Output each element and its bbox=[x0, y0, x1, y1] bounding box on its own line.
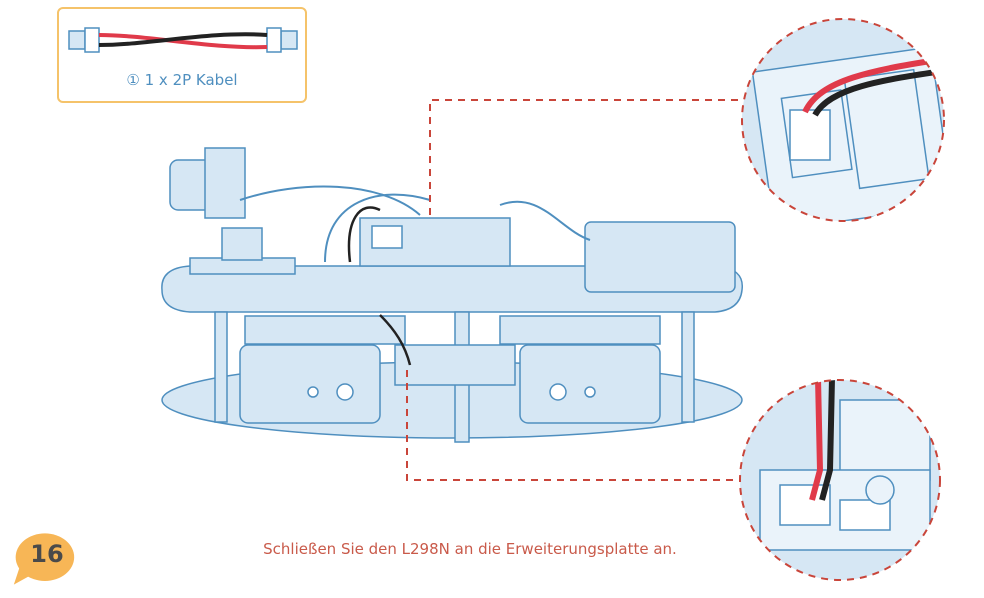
servo bbox=[221, 227, 263, 261]
cable-label: ① 1 x 2P Kabel bbox=[126, 71, 238, 89]
step-number: 16 bbox=[30, 540, 64, 568]
standoff-left bbox=[214, 311, 228, 423]
motor-left bbox=[239, 344, 381, 424]
parts-box: ① 1 x 2P Kabel bbox=[57, 7, 307, 103]
camera-bracket bbox=[204, 147, 246, 219]
gear-block-left bbox=[244, 315, 406, 345]
connection-cable bbox=[379, 314, 412, 366]
instruction-caption: Schließen Sie den L298N an die Erweiteru… bbox=[263, 540, 677, 558]
gear-block-right bbox=[499, 315, 661, 345]
battery-box bbox=[584, 221, 736, 293]
black-wire bbox=[98, 32, 268, 47]
l298n-board bbox=[394, 344, 516, 386]
standoff-right bbox=[681, 311, 695, 423]
callout-line-bottom bbox=[406, 370, 735, 481]
callout-line-top bbox=[429, 99, 740, 215]
2p-cable-illustration bbox=[68, 27, 298, 53]
zoom-expansion-board bbox=[742, 19, 944, 221]
red-wire bbox=[98, 33, 268, 50]
zoom-l298n bbox=[740, 380, 940, 580]
motor-right bbox=[519, 344, 661, 424]
step-badge bbox=[13, 533, 75, 585]
